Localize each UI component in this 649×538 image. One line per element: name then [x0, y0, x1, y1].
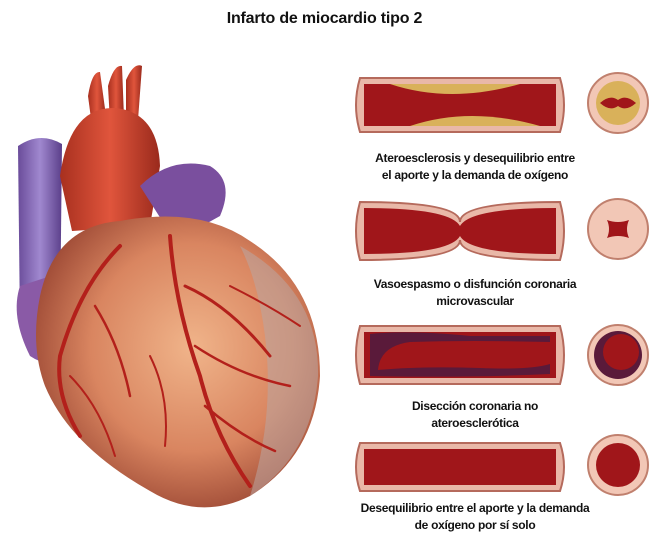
cross-section-atherosclerosis	[585, 70, 649, 136]
cross-section-supply-demand	[585, 432, 649, 498]
cross-section-vasospasm	[585, 196, 649, 262]
caption-atherosclerosis: Ateroesclerosis y desequilibrio entre el…	[350, 150, 600, 184]
caption-supply-demand: Desequilibrio entre el aporte y la deman…	[350, 500, 600, 534]
figure-title: Infarto de miocardio tipo 2	[0, 10, 649, 28]
cross-section-dissection	[585, 322, 649, 388]
vessel-atherosclerosis	[350, 70, 570, 140]
vessel-supply-demand	[350, 432, 570, 502]
heart-illustration	[0, 56, 345, 526]
caption-vasospasm: Vasoespasmo o disfunción coronaria micro…	[350, 276, 600, 310]
caption-dissection: Disección coronaria no ateroesclerótica	[350, 398, 600, 432]
vessel-vasospasm	[350, 196, 570, 266]
vessel-dissection	[350, 320, 570, 390]
